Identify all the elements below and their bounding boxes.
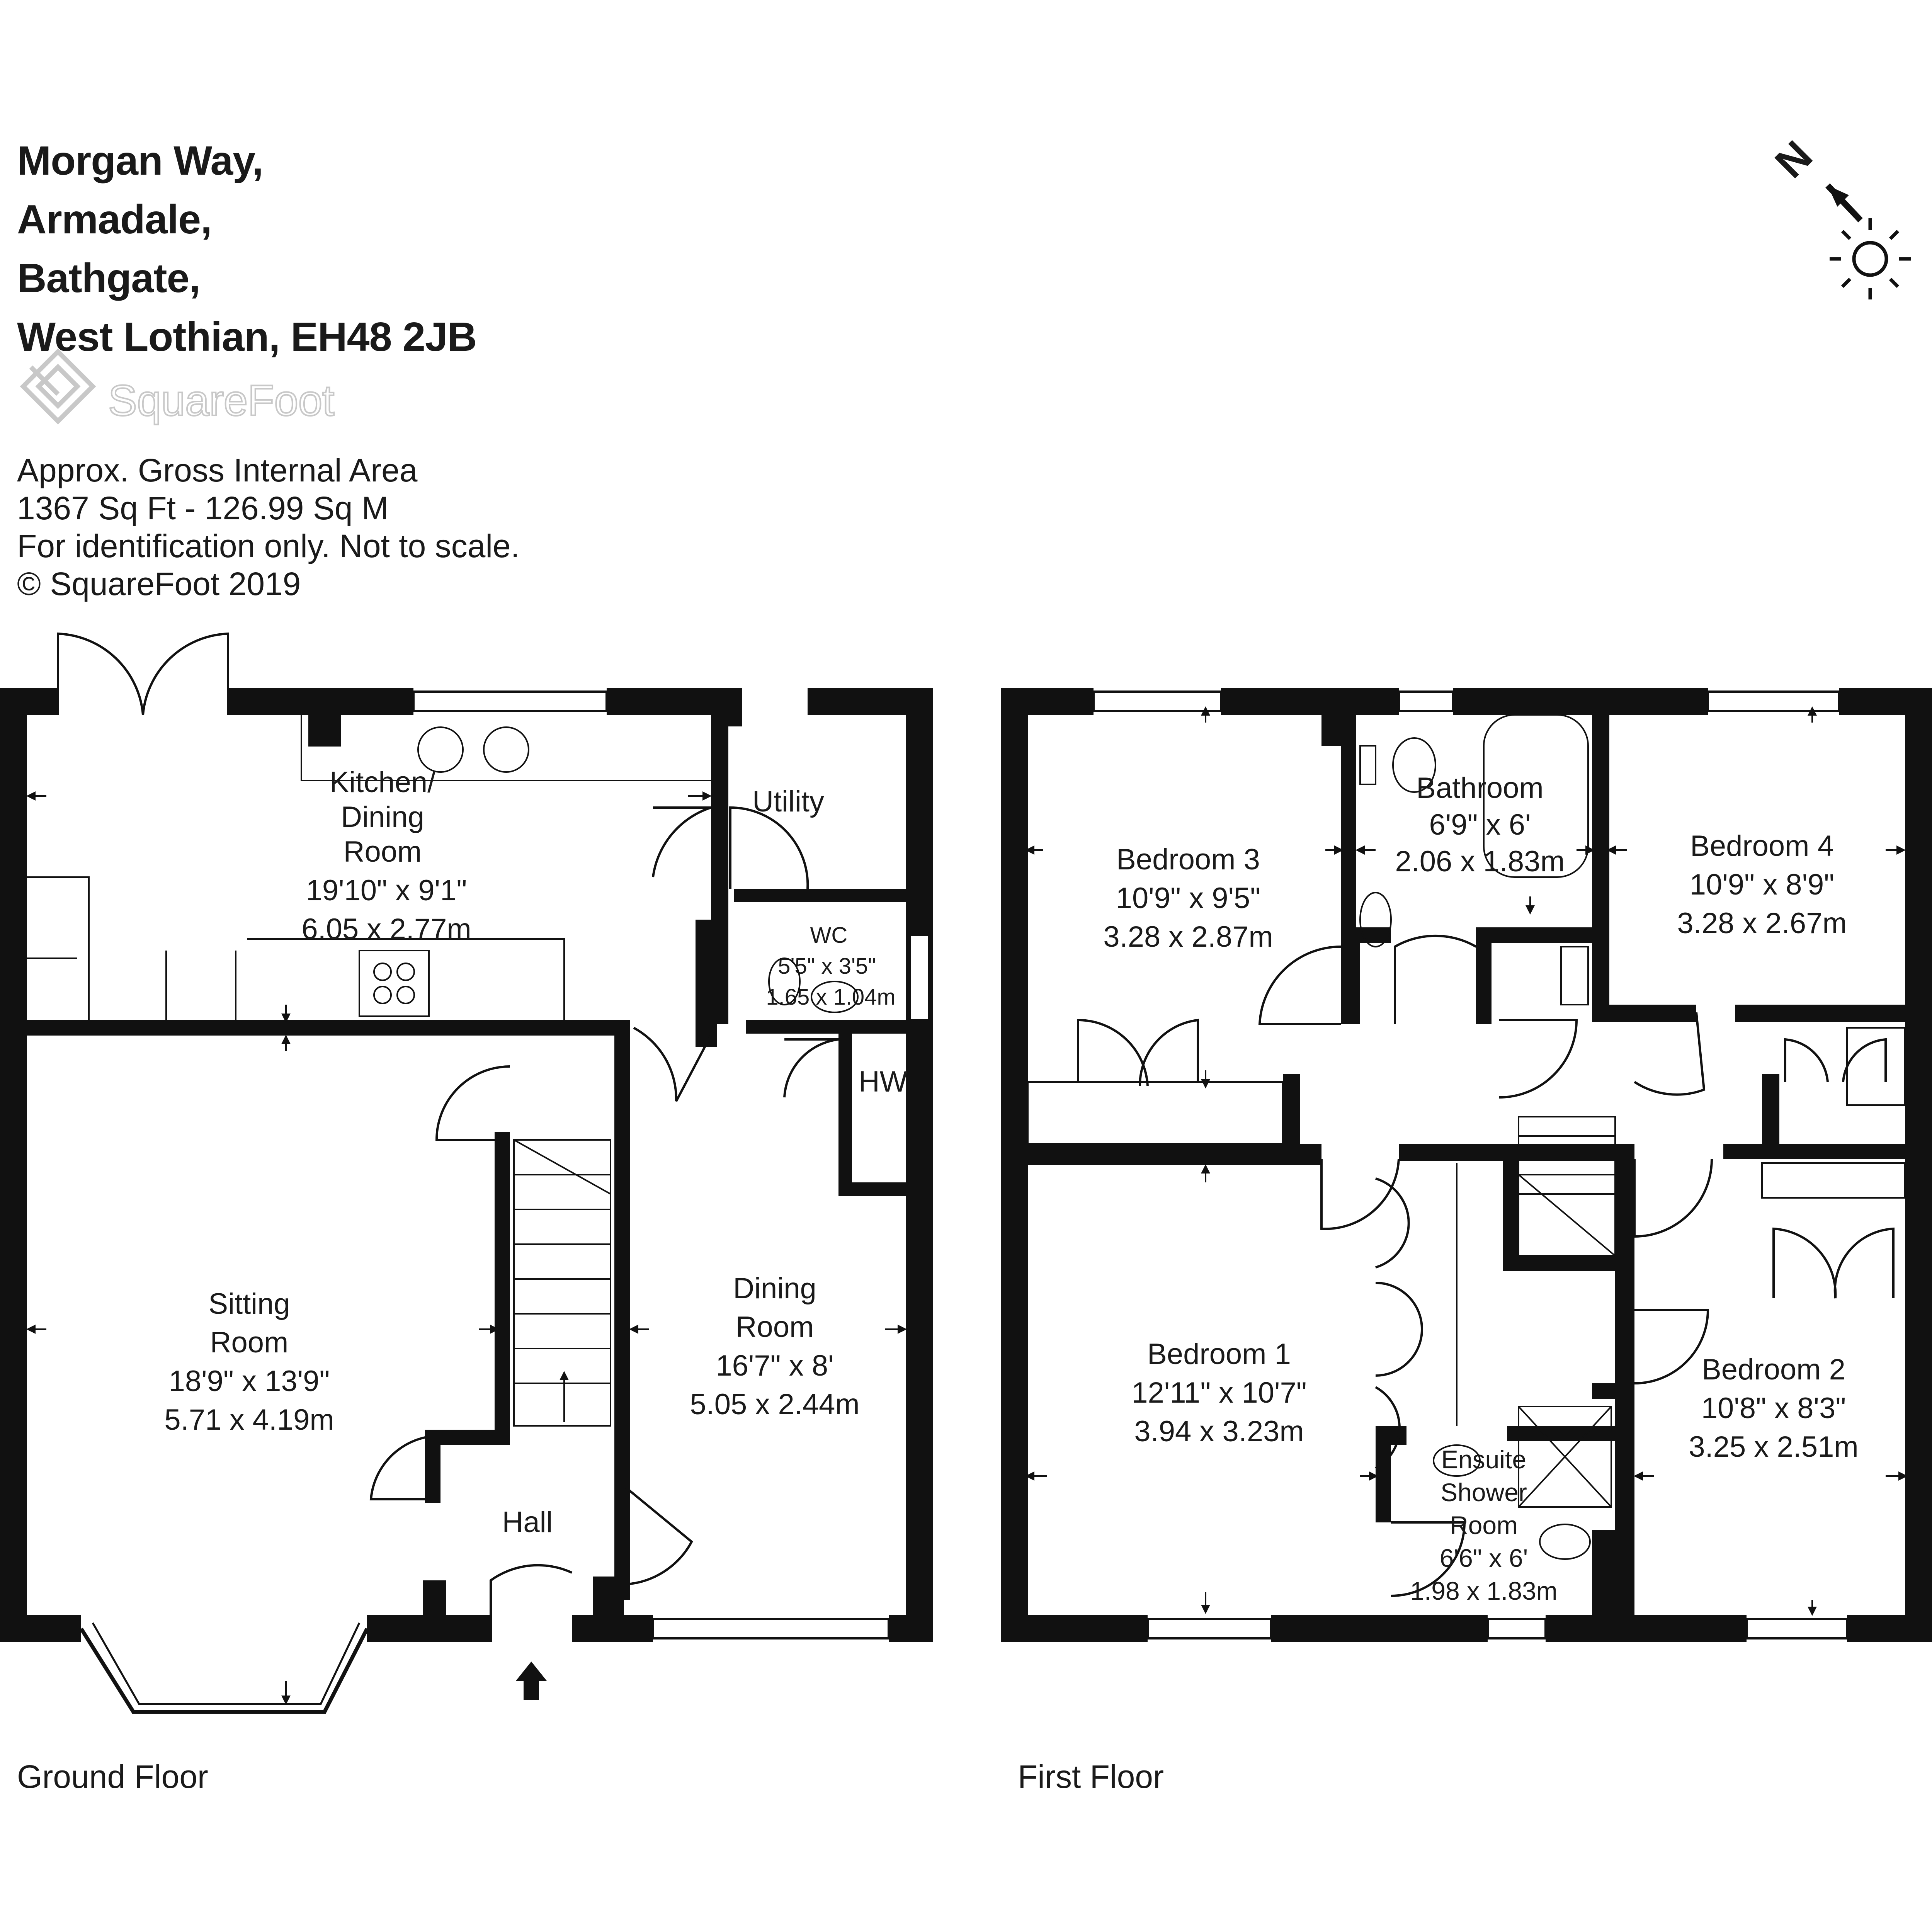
room-metric: 3.28 x 2.67m: [1677, 907, 1847, 940]
address-line: Armadale,: [17, 197, 212, 242]
room-metric: 1.65 x 1.04m: [766, 985, 895, 1010]
first-doors: [1077, 934, 1895, 1597]
room-imperial: 10'9" x 8'9": [1690, 868, 1835, 901]
room-metric: 2.06 x 1.83m: [1395, 845, 1565, 878]
bathroom-fittings: [768, 714, 1906, 1560]
ground-floor-label: Ground Floor: [17, 1759, 208, 1795]
first-windows: [1092, 690, 1848, 1639]
room-name: WC: [810, 923, 848, 948]
room-metric: 5.05 x 2.44m: [690, 1388, 859, 1421]
area-info: Approx. Gross Internal Area 1367 Sq Ft -…: [17, 451, 520, 603]
first-floor-plan: Bedroom 3 10'9" x 9'5" 3.28 x 2.87m Bath…: [768, 688, 1932, 1642]
room-imperial: 10'8" x 8'3": [1701, 1392, 1846, 1425]
room-bathroom: Bathroom 6'9" x 6' 2.06 x 1.83m: [1395, 772, 1565, 878]
room-imperial: 6'6" x 6': [1440, 1544, 1528, 1572]
sun-icon: [1830, 218, 1911, 299]
room-metric: 6.05 x 2.77m: [301, 913, 471, 946]
room-bedroom4: Bedroom 4 10'9" x 8'9" 3.28 x 2.67m: [1677, 830, 1847, 940]
room-name: Room: [210, 1326, 289, 1359]
first-walls: [1001, 688, 1932, 1642]
room-name: Room: [736, 1311, 814, 1344]
area-info-line: Approx. Gross Internal Area: [17, 452, 418, 488]
bay-window: [79, 1622, 369, 1714]
room-imperial: 16'7" x 8': [716, 1349, 833, 1382]
area-info-line: 1367 Sq Ft - 126.99 Sq M: [17, 490, 389, 526]
first-stairs: [1456, 1116, 1616, 1426]
north-arrow-icon: [1825, 183, 1863, 223]
first-dimension-markers: [1025, 706, 1908, 1616]
room-metric: 1.98 x 1.83m: [1410, 1577, 1558, 1605]
address-line: Morgan Way,: [17, 138, 264, 184]
room-name: Dining: [733, 1272, 816, 1305]
room-utility: Utility: [752, 785, 824, 818]
room-name: Sitting: [208, 1287, 290, 1320]
room-hall: Hall: [502, 1506, 553, 1539]
room-name: Room: [1450, 1511, 1518, 1539]
address-line: Bathgate,: [17, 255, 201, 301]
room-name: Bedroom 4: [1690, 830, 1834, 862]
room-name: Ensuite: [1441, 1445, 1526, 1474]
squarefoot-logo: [20, 348, 96, 425]
room-name: Shower: [1440, 1478, 1527, 1507]
logo-text: SquareFoot: [108, 377, 334, 425]
logo-wordmark: SquareFoot: [108, 377, 335, 425]
room-metric: 3.28 x 2.87m: [1103, 920, 1273, 953]
room-imperial: 19'10" x 9'1": [306, 874, 467, 907]
room-name: Room: [344, 835, 422, 868]
kitchen-units: [27, 714, 711, 1020]
room-metric: 3.25 x 2.51m: [1689, 1430, 1858, 1463]
room-sitting: Sitting Room 18'9" x 13'9" 5.71 x 4.19m: [164, 1287, 334, 1436]
room-ensuite: Ensuite Shower Room 6'6" x 6' 1.98 x 1.8…: [1410, 1445, 1558, 1605]
area-info-line: For identification only. Not to scale.: [17, 528, 520, 564]
room-name: Dining: [341, 801, 424, 833]
ground-floor-plan: Kitchen/ Dining Room 19'10" x 9'1" 6.05 …: [0, 632, 933, 1714]
room-name: Bedroom 3: [1116, 843, 1260, 876]
room-name: Bathroom: [1416, 772, 1544, 804]
room-kitchen: Kitchen/ Dining Room 19'10" x 9'1" 6.05 …: [301, 766, 471, 946]
room-imperial: 5'5" x 3'5": [778, 954, 876, 979]
address-line: West Lothian, EH48 2JB: [17, 314, 477, 360]
room-bedroom3: Bedroom 3 10'9" x 9'5" 3.28 x 2.87m: [1103, 843, 1273, 953]
room-dining: Dining Room 16'7" x 8' 5.05 x 2.44m: [690, 1272, 859, 1421]
room-wc: WC 5'5" x 3'5" 1.65 x 1.04m: [766, 923, 895, 1010]
room-hw: HW: [859, 1065, 908, 1098]
room-bedroom1: Bedroom 1 12'11" x 10'7" 3.94 x 3.23m: [1131, 1338, 1306, 1448]
ground-walls: [0, 688, 933, 1642]
room-imperial: 6'9" x 6': [1429, 808, 1531, 841]
copyright: © SquareFoot 2019: [17, 566, 301, 602]
ground-doors: [57, 632, 839, 1642]
entrance-arrow-icon: [516, 1662, 547, 1700]
room-metric: 5.71 x 4.19m: [164, 1403, 334, 1436]
room-name: Bedroom 1: [1147, 1338, 1291, 1371]
north-compass: N: [1770, 132, 1911, 299]
room-metric: 3.94 x 3.23m: [1134, 1415, 1304, 1448]
room-bedroom2: Bedroom 2 10'8" x 8'3" 3.25 x 2.51m: [1689, 1353, 1858, 1463]
ground-windows: [412, 690, 930, 1639]
room-imperial: 10'9" x 9'5": [1116, 882, 1261, 915]
room-imperial: 12'11" x 10'7": [1131, 1376, 1306, 1409]
room-imperial: 18'9" x 13'9": [169, 1365, 330, 1398]
property-address: Morgan Way, Armadale, Bathgate, West Lot…: [17, 131, 477, 366]
room-name: Kitchen/: [330, 766, 436, 799]
ground-dimension-markers: [26, 791, 907, 1705]
room-name: Bedroom 2: [1702, 1353, 1845, 1386]
ground-stairs: [513, 1139, 611, 1427]
first-floor-label: First Floor: [1018, 1759, 1164, 1795]
